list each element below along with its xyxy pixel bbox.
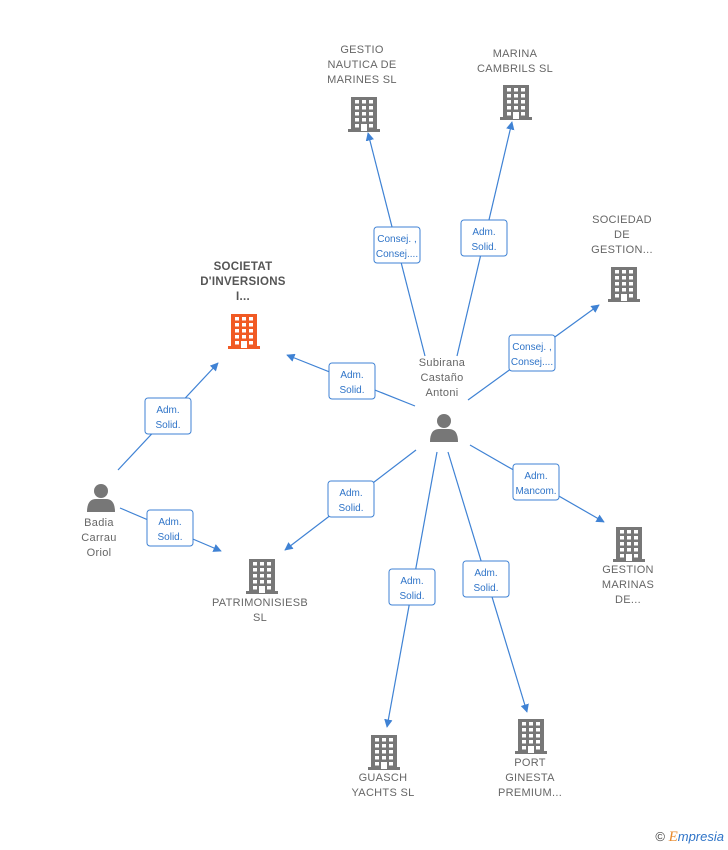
node-label-line: PATRIMONISIESB: [212, 597, 308, 609]
building-icon: [608, 267, 640, 302]
edge-label-line: Consej....: [511, 357, 553, 368]
node-label-line: I...: [236, 291, 250, 303]
node-label-line: DE: [614, 229, 630, 241]
node-label-line: SOCIETAT: [214, 261, 273, 273]
edge-label-line: Consej....: [376, 249, 418, 260]
edge-badia-to-patrimonis: Adm. Solid.: [119, 507, 222, 552]
node-label-line: GESTION...: [591, 244, 653, 256]
edge-label-box[interactable]: [144, 397, 192, 435]
node-label-line: D'INVERSIONS: [200, 276, 286, 288]
building-icon: [228, 314, 260, 349]
edge-label-box[interactable]: [460, 219, 508, 257]
edge-label-box[interactable]: [388, 568, 436, 606]
node-sociedad[interactable]: SOCIEDAD DE GESTION...: [591, 214, 653, 302]
edge-label-line: Solid.: [157, 532, 182, 543]
node-label-line: DE...: [615, 594, 641, 606]
node-label-line: GUASCH: [359, 772, 408, 784]
edges-layer: Consej. ,Consej....Adm.Solid.Consej. ,Co…: [117, 121, 605, 728]
edge-label-line: Solid.: [338, 503, 363, 514]
empresia-watermark: © Empresia: [655, 829, 724, 846]
building-icon: [613, 527, 645, 562]
edge-label-line: Adm.: [474, 568, 497, 579]
node-label-line: Oriol: [87, 547, 112, 559]
edge-subirana-to-gestio: Consej. , Consej....: [365, 132, 426, 357]
edge-label-line: Consej. ,: [512, 342, 551, 353]
edge-label-box[interactable]: [508, 334, 556, 372]
node-marina[interactable]: MARINA CAMBRILS SL: [477, 48, 553, 120]
edge-label-line: Adm.: [156, 405, 179, 416]
edge-label-box[interactable]: [373, 226, 421, 264]
building-icon: [348, 97, 380, 132]
node-label-line: Carrau: [81, 532, 116, 544]
edge-label-line: Adm.: [524, 471, 547, 482]
edge-label-line: Adm.: [158, 517, 181, 528]
node-label-line: YACHTS SL: [351, 787, 414, 799]
edge-label-box[interactable]: [327, 480, 375, 518]
edge-subirana-to-port: Adm. Solid.: [447, 451, 529, 713]
edge-subirana-to-patrimonis: Adm. Solid.: [284, 449, 417, 551]
edge-label-line: Solid.: [339, 385, 364, 396]
node-label-line: PREMIUM...: [498, 787, 562, 799]
edge-badia-to-societat: Adm. Solid.: [117, 362, 219, 471]
person-icon: [87, 484, 115, 512]
node-label-line: MARINAS: [602, 579, 654, 591]
edge-label-line: Solid.: [471, 242, 496, 253]
node-guasch[interactable]: GUASCH YACHTS SL: [351, 735, 414, 799]
edge-label-box[interactable]: [328, 362, 376, 400]
node-label-line: SOCIEDAD: [592, 214, 652, 226]
node-label-line: Subirana: [419, 357, 466, 369]
edge-subirana-to-guasch: Adm. Solid.: [384, 451, 438, 728]
node-label-line: GESTIO: [340, 44, 384, 56]
building-icon: [515, 719, 547, 754]
node-societat[interactable]: SOCIETAT D'INVERSIONS I...: [200, 261, 286, 349]
edge-label-line: Adm.: [339, 488, 362, 499]
node-port[interactable]: PORT GINESTA PREMIUM...: [498, 719, 562, 799]
edge-subirana-to-marina: Adm. Solid.: [456, 121, 515, 357]
node-gestion_marinas[interactable]: GESTION MARINAS DE...: [602, 527, 654, 606]
edge-subirana-to-gestion_marinas: Adm. Mancom.: [469, 444, 605, 523]
node-label-line: NAUTICA DE: [327, 59, 396, 71]
edge-subirana-to-societat: Adm. Solid.: [286, 353, 416, 407]
node-label-line: GINESTA: [505, 772, 555, 784]
node-label-line: Badia: [84, 517, 114, 529]
edge-label-line: Adm.: [400, 576, 423, 587]
node-label-line: MARINES SL: [327, 74, 397, 86]
building-icon: [500, 85, 532, 120]
node-label-line: CAMBRILS SL: [477, 63, 553, 75]
node-label-line: PORT: [514, 757, 546, 769]
node-label-line: GESTION: [602, 564, 654, 576]
node-patrimonis[interactable]: PATRIMONISIESB SL: [212, 559, 308, 624]
edge-label-box[interactable]: [512, 463, 560, 501]
edge-label-line: Solid.: [399, 591, 424, 602]
node-gestio[interactable]: GESTIO NAUTICA DE MARINES SL: [327, 44, 397, 132]
person-icon: [430, 414, 458, 442]
edge-label-line: Solid.: [155, 420, 180, 431]
edge-label-line: Mancom.: [515, 486, 556, 497]
edge-label-line: Adm.: [340, 370, 363, 381]
copyright-symbol: ©: [655, 829, 665, 844]
node-label-line: SL: [253, 612, 267, 624]
node-label-line: MARINA: [493, 48, 538, 60]
building-icon: [246, 559, 278, 594]
brand-name: mpresia: [677, 829, 724, 844]
edge-subirana-to-sociedad: Consej. , Consej....: [467, 304, 600, 401]
building-icon: [368, 735, 400, 770]
edge-label-line: Consej. ,: [377, 234, 416, 245]
edge-label-line: Solid.: [473, 583, 498, 594]
edge-label-line: Adm.: [472, 227, 495, 238]
node-label-line: Castaño: [420, 372, 463, 384]
node-label-line: Antoni: [426, 387, 459, 399]
edge-label-box[interactable]: [146, 509, 194, 547]
edge-label-box[interactable]: [462, 560, 510, 598]
brand-initial: E: [668, 829, 678, 845]
